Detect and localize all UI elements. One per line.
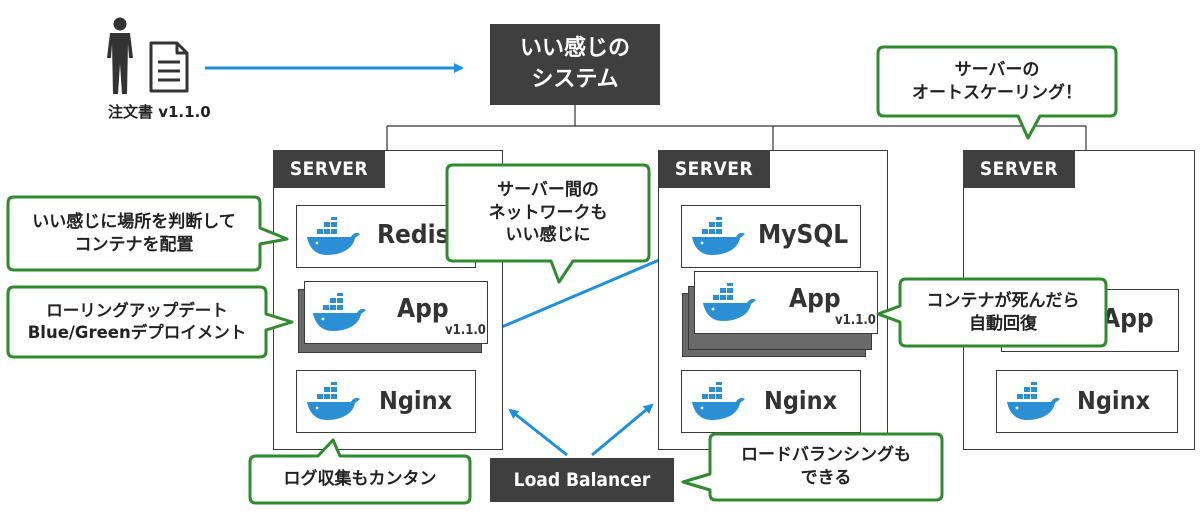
server-3-nginx-label: Nginx	[1077, 386, 1151, 415]
docker-whale-icon	[313, 293, 366, 331]
callout-placement: いい感じに場所を判断して コンテナを配置	[32, 211, 236, 255]
order-label: 注文書 v1.1.0	[108, 103, 211, 121]
server-2-app-card: App v1.1.0	[694, 271, 878, 334]
server-1-app-label: App	[397, 294, 449, 324]
server-2-app-label: App	[789, 284, 841, 314]
server-2-nginx-card: Nginx	[681, 370, 861, 433]
callout-logs: ログ収集もカンタン	[283, 469, 437, 490]
docker-whale-icon	[692, 382, 745, 420]
callout-lb-bubble	[681, 432, 944, 502]
callout-rolling-bubble	[6, 285, 294, 359]
docker-whale-icon	[307, 382, 360, 420]
server-1-app-card: App v1.1.0	[304, 281, 488, 344]
callout-lb: ロードバランシングも できる	[741, 445, 911, 488]
system-box-line2: システム	[531, 66, 619, 92]
callout-logs-bubble	[248, 438, 472, 505]
callout-network: サーバー間の ネットワークも いい感じに	[488, 179, 608, 246]
server-3-tab: SERVER	[963, 150, 1075, 188]
server-1-redis-label: Redis	[377, 220, 450, 250]
server-1-app-version: v1.1.0	[445, 323, 486, 338]
system-box: いい感じの システム	[490, 24, 660, 105]
lb-arrow-right	[591, 403, 654, 457]
server-2-mysql-label: MySQL	[758, 220, 849, 250]
network-arrow	[489, 250, 680, 334]
server-3-nginx-card: Nginx	[996, 370, 1178, 433]
server-1-tab: SERVER	[273, 150, 385, 188]
load-balancer-box: Load Balancer	[490, 458, 674, 502]
docker-whale-icon	[692, 217, 745, 255]
docker-whale-icon	[703, 283, 756, 321]
callout-autoscale-bubble	[876, 45, 1118, 140]
document-icon	[149, 41, 189, 93]
person-icon	[107, 17, 133, 94]
callout-network-bubble	[445, 163, 651, 284]
tree-lines	[386, 105, 1087, 150]
server-2-nginx-label: Nginx	[764, 386, 838, 415]
system-box-line1: いい感じの	[519, 35, 630, 61]
server-1-nginx-card: Nginx	[296, 370, 476, 433]
server-3-app-label: App	[1102, 304, 1154, 334]
callout-autoheal-bubble	[876, 277, 1108, 348]
callout-autoscale: サーバーの オートスケーリング！	[912, 59, 1082, 103]
docker-whale-icon	[307, 217, 360, 255]
callout-autoheal: コンテナが死んだら 自動回復	[926, 290, 1080, 334]
callout-placement-bubble	[6, 195, 289, 272]
lb-arrow-left	[508, 408, 568, 457]
server-2-app-version: v1.1.0	[835, 313, 876, 328]
server-2-mysql-card: MySQL	[681, 205, 861, 268]
docker-whale-icon	[1007, 382, 1060, 420]
server-1-nginx-label: Nginx	[379, 386, 453, 415]
callout-rolling: ローリングアップデート Blue/Greenデプロイメント	[27, 300, 247, 342]
server-2-tab: SERVER	[658, 150, 770, 188]
